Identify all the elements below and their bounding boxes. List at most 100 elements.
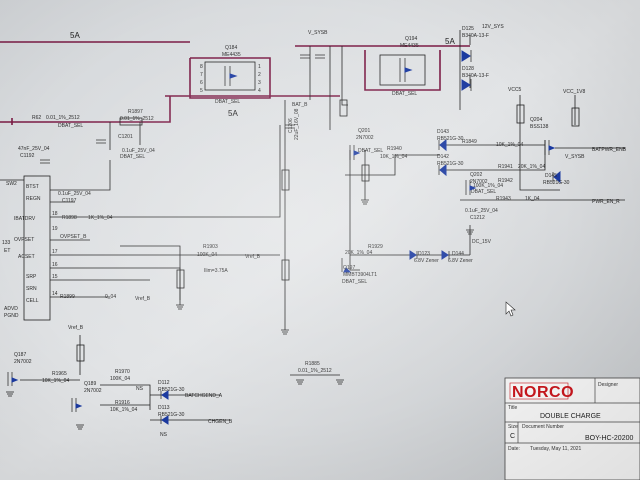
net-pwr-en-r: PWR_EN_R [592,199,620,205]
c1197-value: 0.1uF_25V_04 [58,191,91,197]
q204-ref: Q204 [530,117,542,123]
d125-value: B340A-13-F [462,33,489,39]
mosfet-q194: Q194 ME4435 DBAT_SEL [379,36,426,97]
d125-ref: D125 [462,26,474,32]
r1943-value: 1K_04 [525,196,540,202]
net-dbat-sel: DBAT_SEL [58,123,83,129]
d144-ref: D144 [452,251,464,257]
d113-value: RB521G-30 [158,412,185,418]
d112-value: RB521G-30 [158,387,185,393]
net-vcc-1v8: VCC_1V8 [563,89,585,95]
r1929-ref: R1929 [368,244,383,250]
net-dbat-sel: DBAT_SEL [120,154,145,160]
ic-side-label: SW2 [6,181,17,187]
svg-text:1: 1 [258,64,261,70]
q194-ref: Q194 [405,36,417,42]
q201: Q201 2N7002 [349,128,374,160]
ic-pin-num: 17 [52,249,58,255]
r1941-ref: R1941 [498,164,513,170]
d123-value: 6.8V Zener [414,258,439,264]
d113-ref: D113 [158,405,170,411]
q197: Q197 MMBT3904LT1 [341,258,377,278]
net-dbat-sel: DBAT_SEL [358,148,383,154]
ic-pin-srp: SRP [26,274,37,280]
d128-ref: D128 [462,66,474,72]
c-dc-ref: C1212 [470,215,485,221]
q189: Q189 2N7002 [71,381,102,412]
bus-q194-box [364,50,441,91]
bus-sense [0,96,171,123]
q189-ref: Q189 [84,381,96,387]
q187-value: 2N7002 [14,359,32,365]
ic-pin-ibatdrv: IBATDRV [14,216,36,222]
r1940-value: 10K_1%_04 [380,154,407,160]
ic-pin-srn: SRN [26,286,37,292]
q189-value: 2N7002 [84,388,102,394]
d143-value: RB521G-30 [437,136,464,142]
d112: D112 RB521G-30 [158,380,185,400]
d142: D142 RB521G-30 [437,154,464,177]
net-dbat-sel: DBAT_SEL [342,279,367,285]
net-v-sysb: V_SYSB [308,30,328,36]
date-label: Date: [508,446,520,452]
r1897-value: 0.01_1%_2512 [120,116,154,122]
r1965-value: 10K_1%_04 [42,378,69,384]
power-buses [0,41,470,125]
docnum-label: Document Number [522,424,564,430]
q187-ref: Q187 [14,352,26,358]
ic-pin-regn: REGN [26,196,41,202]
mouse-pointer-icon [505,301,516,317]
net-dbat-sel: DBAT_SEL [215,99,240,105]
drawing-size: C [510,433,515,440]
q197-value: MMBT3904LT1 [343,272,377,278]
d143-ref: D143 [437,129,449,135]
drawing-title: DOUBLE CHARGE [540,413,601,420]
q201-value: 2N7002 [356,135,374,141]
size-label: Size [508,424,518,430]
r1898-ref: R1898 [62,215,77,221]
d145-value: RB521G-30 [543,180,570,186]
q201-ref: Q201 [358,128,370,134]
current-limit-note: Ilim=3.75A [204,268,228,274]
net-dc-15v: DC_15V [472,239,492,245]
svg-text:3: 3 [258,80,261,86]
current-label: 5A [70,31,80,40]
q187: Q187 2N7002 [7,352,32,386]
r1942-value: 100K_1%_04 [473,183,503,189]
svg-text:6: 6 [200,80,203,86]
small-diodes: D143 RB521G-30 D142 RB521G-30 D145 RB521… [158,129,570,425]
svg-text:2: 2 [258,72,261,78]
d143: D143 RB521G-30 [437,129,464,152]
r1970-ref: R1970 [115,369,130,375]
ic-pin-btst: BTST [26,184,39,190]
net-ovpset-b: OVPSET_B [60,234,87,240]
r1885-ref: R1885 [305,361,320,367]
ic-side-label: PGND [4,313,19,319]
c1192-ref: C1192 [20,153,35,159]
q184-value: ME4435 [222,52,241,58]
ns-label: NS [136,386,144,392]
d123: D123 6.8V Zener [409,250,439,264]
net-12v-sys: 12V_SYS [482,24,504,30]
net-bat-b: BAT_B [292,102,308,108]
c1197-ref: C1197 [62,198,77,204]
company-logo: NORCO [512,384,574,401]
net-dbat-sel: DBAT_SEL [471,189,496,195]
r1897-ref: R1897 [128,109,143,115]
c1192-value: 47nF_25V_04 [18,146,50,152]
r-sense-value: 0.01_1%_2512 [46,115,80,121]
r1970-value: 100K_04 [110,376,130,382]
c-bat-ref: C1206 [288,118,294,133]
title-block: NORCO Designer Title DOUBLE CHARGE Size … [504,377,640,480]
r1943-ref: R1943 [496,196,511,202]
r1916-ref: R1916 [115,400,130,406]
net-chgen-b: CHGEN_B [208,419,233,425]
r1942-ref: R1942 [498,178,513,184]
net-batpwr-enb: BATPWR_ENB [592,147,627,153]
company-logo-frame [509,382,569,400]
q202-ref: Q202 [470,172,482,178]
ns-label: NS [160,432,168,438]
net-vref-b: Vref_B [245,254,261,260]
